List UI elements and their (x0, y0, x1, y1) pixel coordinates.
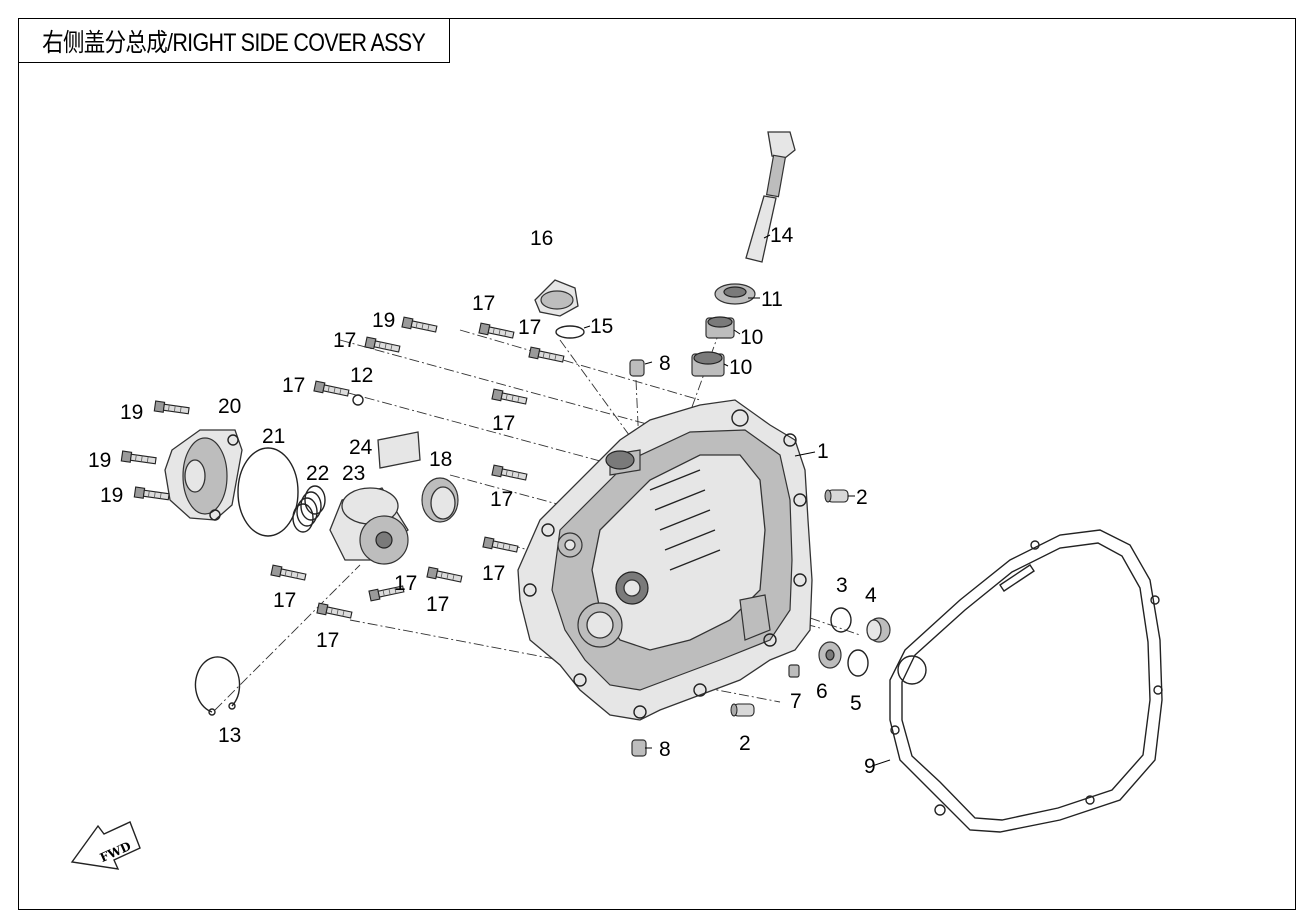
callout-14: 14 (770, 224, 794, 247)
callout-6: 6 (816, 680, 828, 703)
right-side-cover (517, 399, 813, 721)
dipstick (745, 131, 796, 263)
circlip-13 (194, 656, 241, 716)
clutch-cover (164, 429, 243, 521)
callout-17: 17 (518, 316, 541, 339)
callout-8: 8 (659, 352, 671, 375)
callout-22: 22 (306, 462, 329, 485)
callout-5: 5 (850, 692, 862, 715)
callout-1: 1 (817, 440, 829, 463)
callout-17: 17 (482, 562, 505, 585)
oil-filter (329, 487, 409, 565)
drawing-frame (18, 18, 1296, 910)
callout-17: 17 (394, 572, 417, 595)
callout-17: 17 (273, 589, 296, 612)
title-box: 右侧盖分总成/RIGHT SIDE COVER ASSY (18, 18, 450, 63)
callout-17: 17 (333, 329, 356, 352)
dowel-2b (730, 703, 755, 717)
callout-17: 17 (490, 488, 513, 511)
small-parts-right (788, 607, 891, 678)
callout-8: 8 (659, 738, 671, 761)
o-ring-12 (352, 394, 364, 406)
callout-16: 16 (530, 227, 553, 250)
callout-18: 18 (429, 448, 452, 471)
callout-17: 17 (472, 292, 495, 315)
dowel-2a (824, 489, 849, 503)
callout-10: 10 (740, 326, 763, 349)
callout-23: 23 (342, 462, 365, 485)
callout-17: 17 (426, 593, 449, 616)
callout-17: 17 (282, 374, 305, 397)
fwd-label: FWD (98, 839, 133, 865)
callout-19: 19 (120, 401, 143, 424)
callout-7: 7 (790, 690, 802, 713)
callout-24: 24 (349, 436, 373, 459)
callout-15: 15 (590, 315, 613, 338)
bearings-seal (691, 283, 756, 377)
callout-9: 9 (864, 755, 876, 778)
label-plate-24 (377, 431, 421, 469)
callout-20: 20 (218, 395, 241, 418)
callout-2: 2 (739, 732, 751, 755)
callout-4: 4 (865, 584, 877, 607)
callout-10: 10 (729, 356, 752, 379)
callout-21: 21 (262, 425, 285, 448)
callout-12: 12 (350, 364, 373, 387)
spring-22 (292, 485, 326, 533)
callout-17: 17 (316, 629, 339, 652)
o-ring-21 (237, 447, 299, 537)
callout-labels: 1 2 2 3 4 5 6 7 8 8 9 10 10 11 12 13 14 … (88, 224, 877, 778)
fwd-arrow: FWD (70, 821, 141, 870)
callout-19: 19 (88, 449, 111, 472)
callout-19: 19 (100, 484, 123, 507)
callout-2: 2 (856, 486, 868, 509)
callout-13: 13 (218, 724, 241, 747)
oil-filler-cap (534, 279, 585, 339)
callout-17: 17 (492, 412, 515, 435)
sleeve-18 (421, 477, 459, 523)
page-title: 右侧盖分总成/RIGHT SIDE COVER ASSY (42, 28, 427, 57)
leader-lines (583, 234, 891, 767)
callout-11: 11 (761, 288, 783, 311)
callout-3: 3 (836, 574, 848, 597)
gasket (889, 529, 1163, 833)
callout-19: 19 (372, 309, 395, 332)
